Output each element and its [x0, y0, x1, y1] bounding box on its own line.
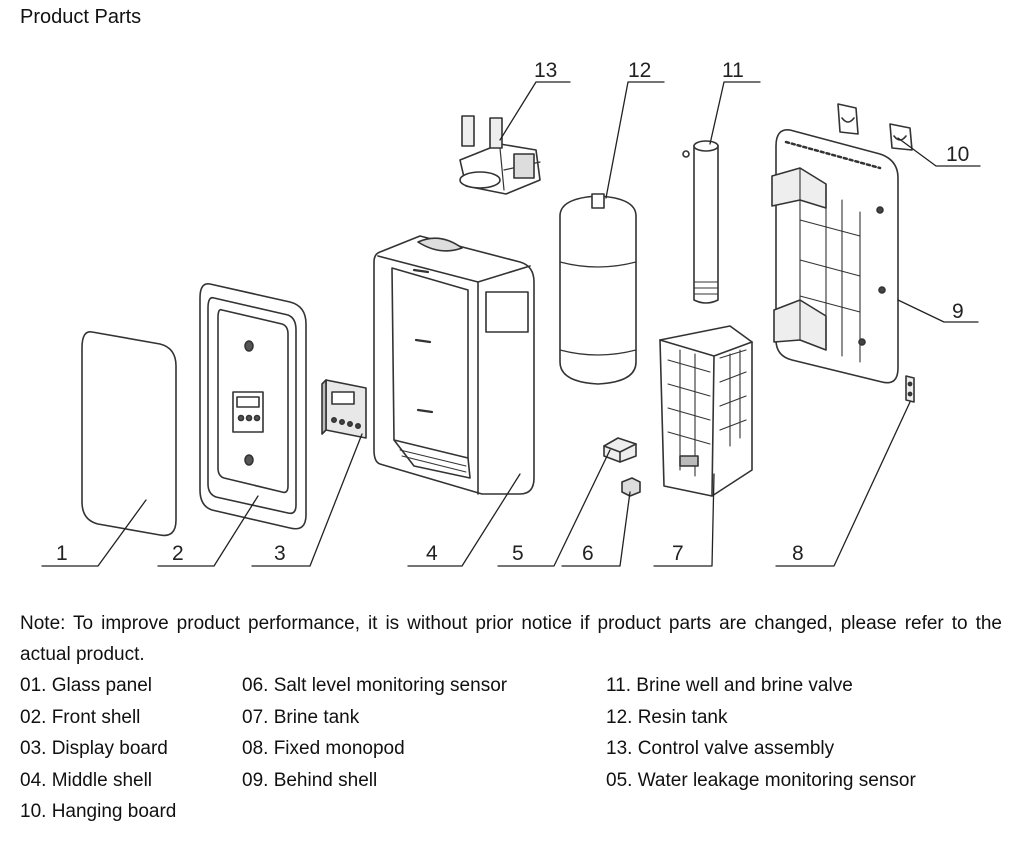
part-fixed-monopod — [905, 375, 915, 403]
part-behind-shell — [771, 129, 899, 384]
part-hanging-board — [837, 103, 913, 151]
list-item: 02. Front shell — [20, 706, 141, 728]
leader-line-7 — [653, 473, 715, 567]
exploded-parts-diagram: 1 2 3 4 5 6 7 8 9 10 11 12 13 — [41, 59, 981, 567]
leader-line-5 — [497, 449, 611, 567]
list-item: 07. Brine tank — [242, 706, 360, 728]
callout-3: 3 — [274, 542, 286, 565]
part-middle-shell — [373, 235, 535, 495]
part-resin-tank — [559, 193, 637, 385]
leader-line-9 — [897, 299, 979, 323]
part-brine-tank — [659, 325, 753, 497]
callout-2: 2 — [172, 542, 184, 565]
list-item: 09. Behind shell — [242, 769, 378, 791]
leader-line-11 — [709, 81, 761, 145]
list-item: 03. Display board — [20, 738, 168, 759]
list-item: 11. Brine well and brine valve — [606, 675, 853, 696]
part-salt-level-sensor — [621, 477, 641, 497]
leader-line-1 — [41, 499, 147, 567]
callout-8: 8 — [792, 542, 804, 565]
callout-9: 9 — [952, 300, 964, 323]
part-glass-panel — [81, 331, 177, 537]
list-item: 01. Glass panel — [20, 675, 153, 696]
callout-5: 5 — [512, 542, 524, 565]
part-display-board — [321, 379, 367, 439]
page-title: Product Parts — [20, 6, 142, 28]
callout-7: 7 — [672, 542, 684, 565]
parts-list-column-3: 11. Brine well and brine valve 12. Resin… — [606, 670, 916, 796]
list-item: 13. Control valve assembly — [606, 738, 835, 759]
callout-11: 11 — [722, 59, 744, 82]
leader-line-8 — [775, 401, 911, 567]
callout-13: 13 — [534, 59, 557, 82]
list-item: 12. Resin tank — [606, 706, 728, 728]
callout-4: 4 — [426, 542, 438, 565]
list-item: 10. Hanging board — [20, 801, 177, 822]
leader-line-3 — [251, 433, 363, 567]
list-item: 05. Water leakage monitoring sensor — [606, 769, 916, 791]
callout-12: 12 — [628, 59, 651, 82]
leader-line-4 — [407, 473, 521, 567]
callout-labels: 1 2 3 4 5 6 7 8 9 10 11 12 13 — [56, 59, 969, 565]
callout-6: 6 — [582, 542, 594, 565]
list-item: 08. Fixed monopod — [242, 738, 405, 759]
part-water-leakage-sensor — [603, 437, 637, 463]
leader-lines — [41, 81, 981, 567]
part-control-valve — [459, 115, 541, 195]
leader-line-10 — [897, 137, 981, 167]
leader-line-12 — [605, 81, 665, 199]
leader-line-13 — [499, 81, 571, 141]
part-front-shell — [199, 282, 307, 530]
leader-line-2 — [157, 495, 259, 567]
leader-line-6 — [561, 491, 631, 567]
disclaimer-note: Note: To improve product performance, it… — [20, 613, 1002, 665]
parts-list-column-2: 06. Salt level monitoring sensor 07. Bri… — [242, 670, 507, 796]
list-item: 06. Salt level monitoring sensor — [242, 675, 508, 696]
callout-10: 10 — [946, 143, 969, 166]
callout-1: 1 — [56, 542, 68, 565]
parts-list-column-1: 01. Glass panel 02. Front shell 03. Disp… — [20, 670, 176, 828]
list-item: 04. Middle shell — [20, 769, 153, 791]
part-brine-well — [682, 140, 719, 304]
